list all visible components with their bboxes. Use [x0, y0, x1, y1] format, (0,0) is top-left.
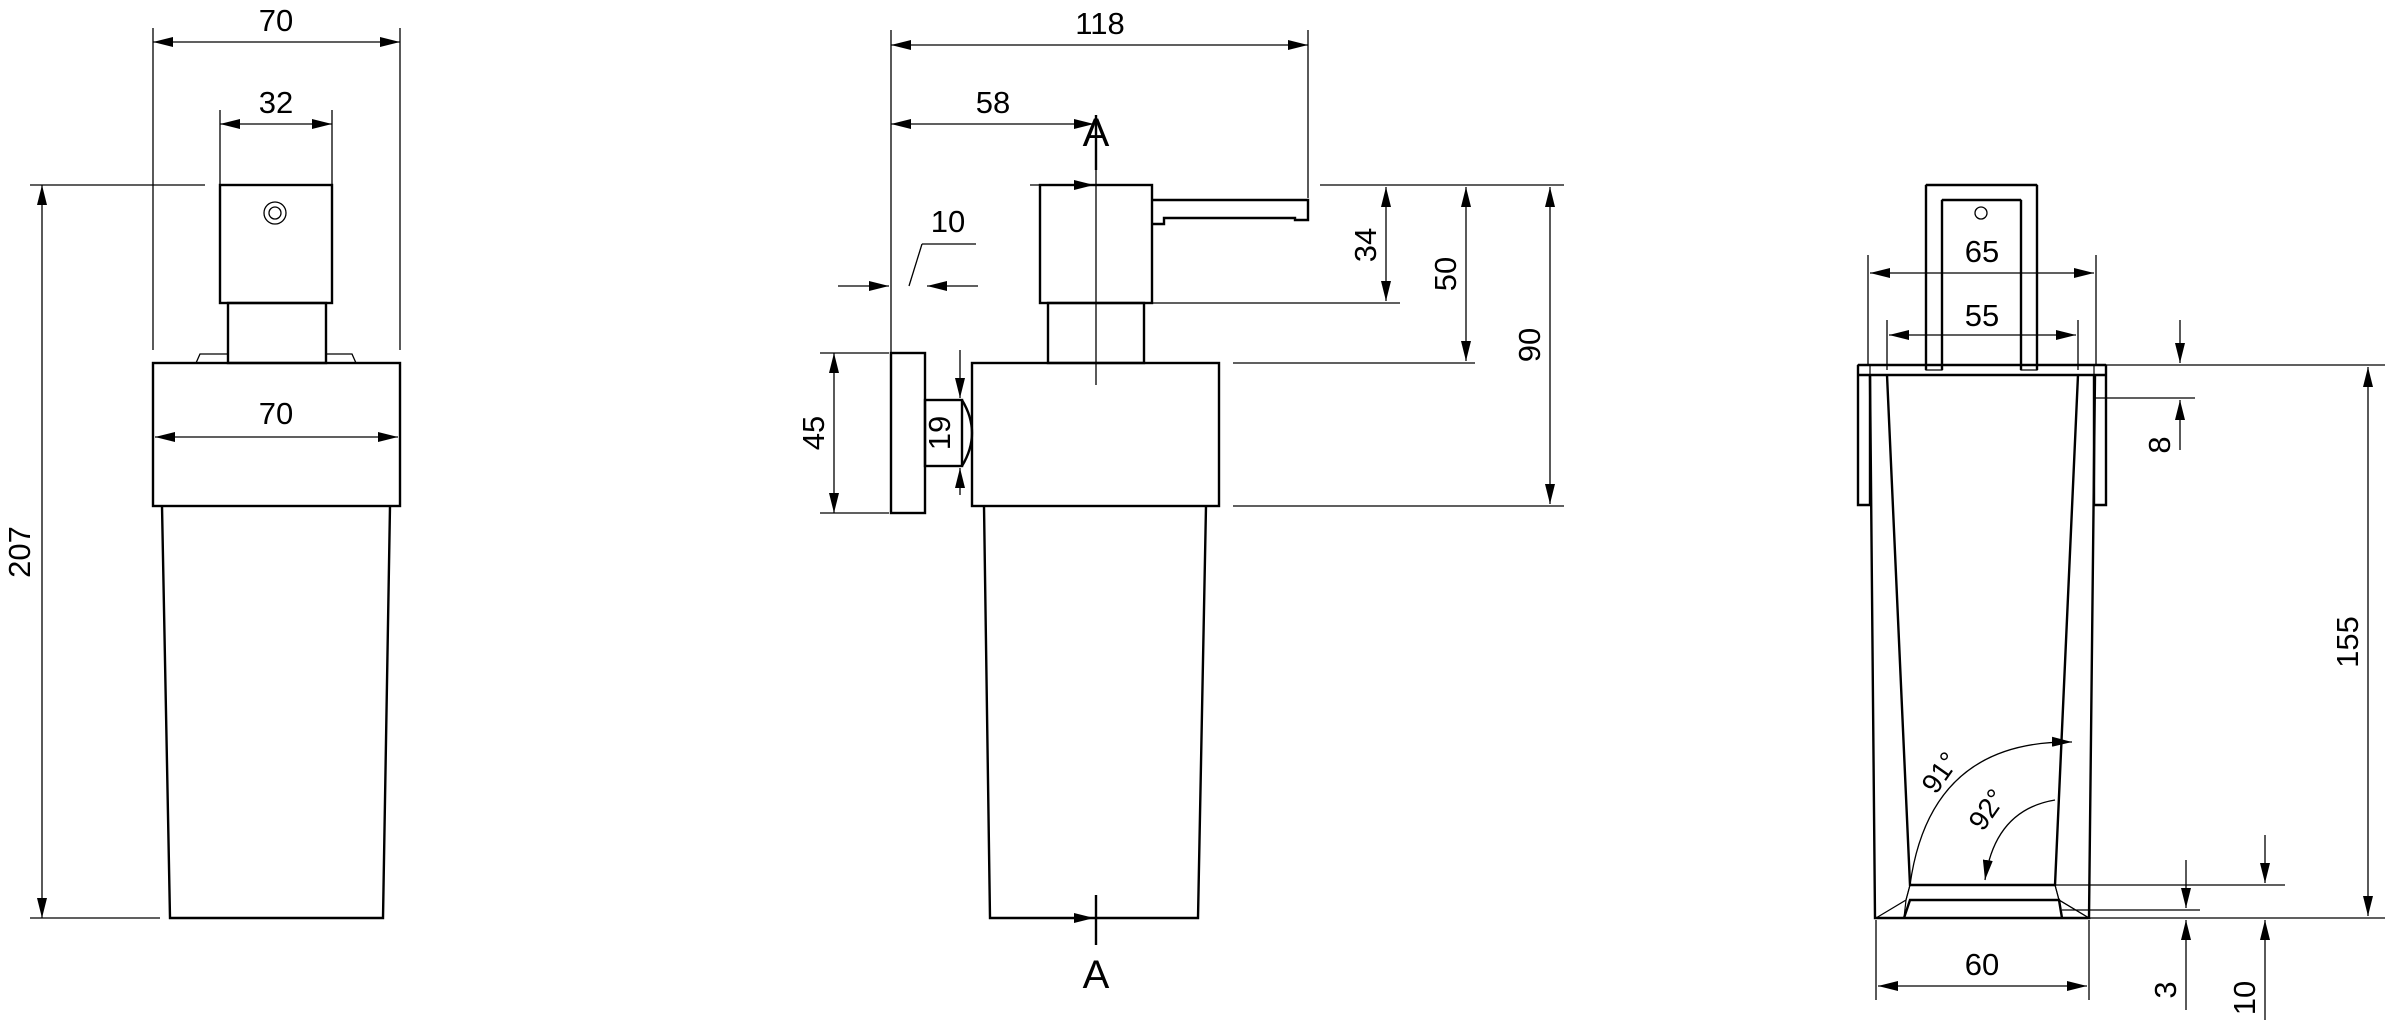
dim-base-thickness: 10: [2227, 981, 2262, 1015]
nozzle-icon: [263, 201, 287, 225]
dim-head-height: 34: [1348, 228, 1383, 262]
dim-plate-height: 45: [796, 416, 831, 450]
section-mark-top: A: [1083, 111, 1110, 155]
pump-head: [218, 183, 334, 305]
dim-base-width: 60: [1965, 947, 1999, 982]
glass-container: [160, 505, 392, 920]
dim-pump-width: 32: [259, 85, 293, 120]
section-mark-bottom: A: [1083, 953, 1110, 997]
dim-spout-reach: 118: [1075, 6, 1124, 41]
dim-arm-height: 19: [922, 416, 957, 450]
dim-plate-thickness: 10: [931, 204, 965, 239]
dim-base-gap: 3: [2148, 981, 2183, 998]
pump-neck: [226, 301, 328, 365]
glass-container-side: [982, 505, 1208, 920]
section-view: 91° 92° 65 55 8 155 60 3: [1856, 183, 2385, 1020]
side-view: A A 118 58 10 45 19 34 50: [796, 6, 1564, 997]
bracket-arm: [923, 398, 964, 468]
dim-bracket-width: 70: [259, 396, 293, 431]
dim-bracket-top: 50: [1428, 257, 1463, 291]
dim-pump-offset: 58: [976, 85, 1010, 120]
dim-rim: 8: [2142, 436, 2177, 453]
dim-total-height: 207: [2, 526, 37, 578]
dim-overall-width: 70: [259, 3, 293, 38]
dim-body-height: 155: [2330, 616, 2365, 668]
wall-plate: [889, 351, 927, 515]
dim-collar-width: 65: [1965, 234, 1999, 269]
front-view: 70 32 70 207: [2, 3, 402, 920]
wall-bracket: [151, 361, 402, 508]
angle-outer: 91°: [1915, 746, 1965, 798]
spout: [1152, 198, 1310, 226]
dim-neck-width: 55: [1965, 298, 1999, 333]
nozzle-hole-icon: [1974, 206, 1988, 220]
dim-bracket-bottom: 90: [1512, 328, 1547, 362]
